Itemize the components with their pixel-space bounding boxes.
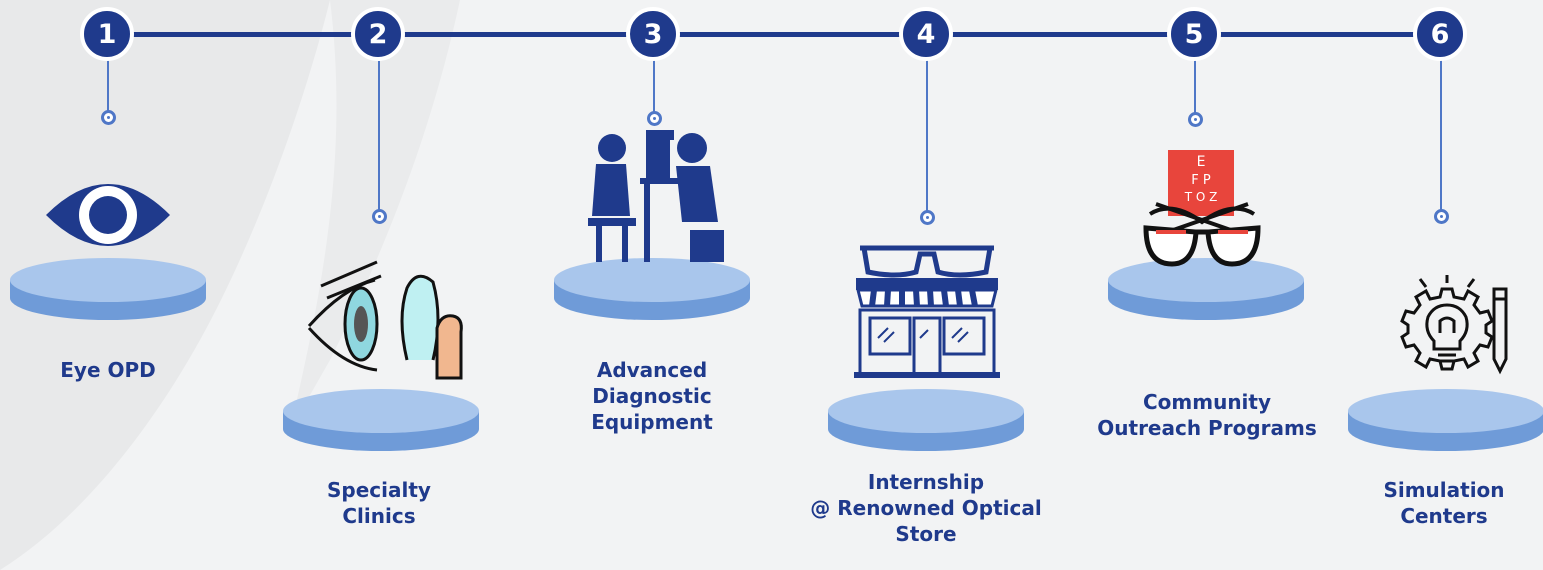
step-2-label: Specialty Clinics <box>327 478 431 528</box>
step-4-stem <box>926 56 928 213</box>
step-3-pedestal <box>554 258 750 320</box>
step-6-label: Simulation Centers <box>1383 478 1505 528</box>
optical-store-icon <box>854 245 1000 378</box>
step-1-number-badge: 1 <box>80 7 134 61</box>
step-4-connector-dot <box>920 210 935 225</box>
eye-chart-glasses-icon: E F P T O Z <box>1143 150 1261 267</box>
step-2-number-badge: 2 <box>351 7 405 61</box>
step-4-pedestal <box>828 389 1024 451</box>
idea-gear-icon <box>1400 275 1508 375</box>
step-1-label: Eye OPD <box>60 358 156 382</box>
step-1-connector-dot <box>101 110 116 125</box>
step-5-number-badge: 5 <box>1167 7 1221 61</box>
eye-chart-row-2: F P <box>1191 173 1211 188</box>
contact-lens-icon <box>307 260 463 380</box>
step-1-pedestal <box>10 258 206 320</box>
eye-exam-icon <box>588 130 724 262</box>
step-4-number-badge: 4 <box>899 7 953 61</box>
step-2-connector-dot <box>372 209 387 224</box>
step-3-connector-dot <box>647 111 662 126</box>
step-6-pedestal <box>1348 389 1543 451</box>
step-5-stem <box>1194 56 1196 115</box>
step-3-stem <box>653 56 655 114</box>
step-2-pedestal <box>283 389 479 451</box>
step-5-label: Community Outreach Programs <box>1097 390 1317 440</box>
step-3-label: Advanced Diagnostic Equipment <box>591 358 713 434</box>
step-2-stem <box>378 56 380 211</box>
step-1-stem <box>107 56 109 113</box>
step-5-connector-dot <box>1188 112 1203 127</box>
step-6-number-badge: 6 <box>1413 7 1467 61</box>
eye-chart-row-1: E <box>1197 154 1206 170</box>
eye-chart-row-3: T O Z <box>1184 190 1218 204</box>
step-4-label: Internship @ Renowned Optical Store <box>810 470 1042 546</box>
timeline-connector-line <box>110 32 1440 37</box>
step-3-number-badge: 3 <box>626 7 680 61</box>
step-5-pedestal <box>1108 258 1304 320</box>
step-6-stem <box>1440 56 1442 212</box>
eye-icon <box>46 184 170 246</box>
step-6-connector-dot <box>1434 209 1449 224</box>
